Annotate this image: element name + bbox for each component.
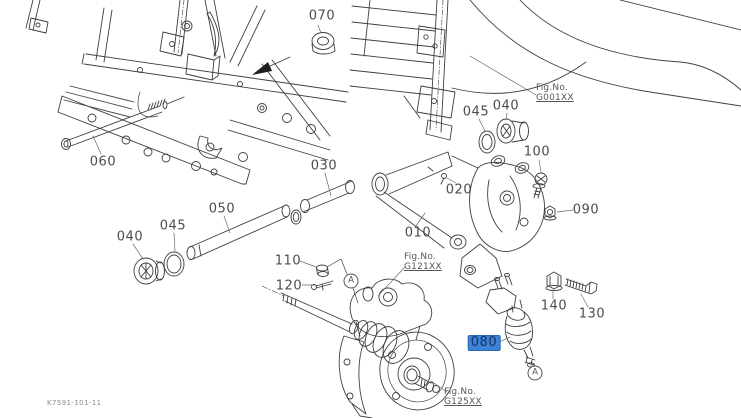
pin-120-art — [311, 280, 334, 291]
bolt-130-art — [564, 278, 598, 295]
carrier-art — [349, 278, 433, 341]
tube-030-art — [300, 180, 355, 213]
body-panel-art — [451, 0, 741, 107]
a-arm-010-art — [371, 151, 479, 250]
callout-045-left[interactable]: 045 — [159, 218, 187, 234]
direction-arrow — [252, 56, 291, 75]
callout-050[interactable]: 050 — [208, 201, 236, 217]
callout-110[interactable]: 110 — [274, 253, 302, 269]
figref-code: G001XX — [536, 93, 574, 104]
knuckle-art — [459, 155, 545, 315]
figref-title: Fig.No. — [404, 252, 436, 262]
bolt-100-art — [532, 172, 548, 199]
figref-g001xx[interactable]: Fig.No. G001XX — [536, 83, 574, 104]
callout-100[interactable]: 100 — [523, 144, 551, 160]
nut-090-art — [543, 205, 557, 221]
callout-080-selected[interactable]: 080 — [468, 335, 500, 350]
chassis-frame-art — [25, 0, 349, 185]
clip-110-art — [316, 264, 329, 277]
rod-060-art — [61, 96, 185, 150]
callout-120[interactable]: 120 — [275, 278, 303, 294]
bushing-040-left-art — [133, 257, 165, 285]
callout-070[interactable]: 070 — [308, 8, 336, 24]
callout-020[interactable]: 020 — [445, 182, 473, 198]
callout-040-right[interactable]: 040 — [492, 98, 520, 114]
callout-030[interactable]: 030 — [310, 158, 338, 174]
callout-090[interactable]: 090 — [572, 202, 600, 218]
install-path-line — [326, 258, 359, 304]
ball-joint-080-art — [504, 307, 536, 368]
callout-130[interactable]: 130 — [578, 306, 606, 322]
view-marker-a-1: A — [343, 273, 359, 289]
view-marker-a-2: A — [527, 365, 543, 381]
figref-title: Fig.No. — [444, 387, 476, 397]
catalog-code: K7591-101-11 — [47, 399, 102, 407]
figref-title: Fig.No. — [536, 83, 568, 93]
figref-g125xx[interactable]: Fig.No. G125XX — [444, 387, 482, 408]
cv-axle-art — [261, 285, 410, 364]
ring-045-right-art — [478, 130, 496, 154]
spacer-ring-art — [290, 209, 302, 225]
callout-010[interactable]: 010 — [404, 225, 432, 241]
nut-140-art — [545, 271, 563, 291]
tube-050-art — [186, 204, 291, 260]
nut-070-art — [311, 32, 336, 55]
callout-140[interactable]: 140 — [540, 298, 568, 314]
bushing-040-right-art — [496, 118, 529, 144]
figref-g121xx[interactable]: Fig.No. G121XX — [404, 252, 442, 273]
figref-code: G121XX — [404, 262, 442, 273]
caliper-art — [338, 335, 373, 418]
callout-060[interactable]: 060 — [89, 154, 117, 170]
hub-disc-art — [379, 331, 455, 411]
cargo-frame-art — [349, 0, 456, 141]
figref-code: G125XX — [444, 397, 482, 408]
callout-040-left[interactable]: 040 — [116, 229, 144, 245]
callout-045-right[interactable]: 045 — [462, 104, 490, 120]
ring-045-left-art — [163, 251, 185, 277]
leader-lines — [92, 24, 589, 393]
